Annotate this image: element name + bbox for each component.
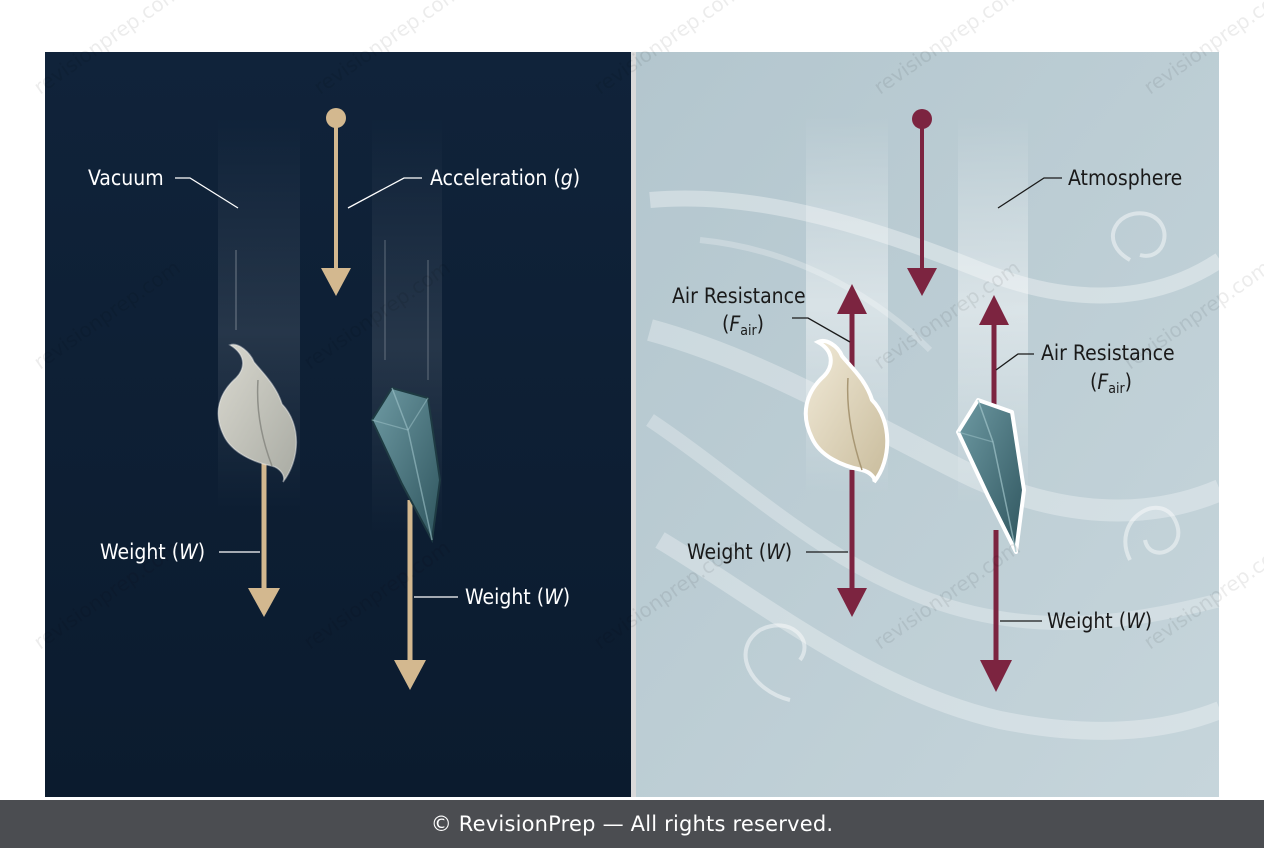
feather-icon — [217, 343, 298, 483]
crystal-icon — [956, 398, 1026, 554]
crystal-air-resistance-arrow — [979, 295, 1009, 405]
svg-text:Air Resistance: Air Resistance — [672, 284, 806, 308]
vacuum-background — [45, 52, 632, 797]
svg-text:Acceleration (g): Acceleration (g) — [430, 166, 580, 190]
air-resistance-label-feather: Air Resistance (Fair) — [672, 284, 851, 343]
weight-label-crystal-atmosphere: Weight (W) — [1000, 609, 1152, 633]
copyright-text: © RevisionPrep — All rights reserved. — [430, 812, 834, 836]
crystal-weight-arrow-atmosphere — [980, 530, 1012, 692]
vacuum-panel: Vacuum Acceleration (g) Weight (W) Weigh… — [45, 52, 632, 797]
feather-icon — [803, 339, 890, 484]
svg-text:Weight (W): Weight (W) — [465, 585, 570, 609]
svg-text:(Fair): (Fair) — [1090, 370, 1132, 397]
acceleration-label: Acceleration (g) — [347, 166, 580, 209]
svg-text:Weight (W): Weight (W) — [100, 540, 205, 564]
feather-weight-arrow-vacuum — [248, 460, 280, 617]
crystal-icon — [370, 386, 442, 544]
weight-label-feather-atmosphere: Weight (W) — [687, 540, 848, 564]
svg-text:Weight (W): Weight (W) — [1047, 609, 1152, 633]
atmosphere-panel: Atmosphere Air Resistance (Fair) Air Res… — [636, 52, 1219, 797]
air-resistance-label-crystal: Air Resistance (Fair) — [995, 341, 1175, 397]
weight-label-crystal-vacuum: Weight (W) — [414, 585, 570, 609]
gravity-arrow-atmosphere — [907, 109, 937, 296]
panel-divider — [631, 52, 636, 797]
acceleration-arrow — [321, 108, 351, 296]
feather-weight-arrow-atmosphere — [837, 470, 867, 617]
atmosphere-background — [636, 52, 1219, 797]
crystal-weight-arrow-vacuum — [394, 500, 426, 690]
svg-text:Air Resistance: Air Resistance — [1041, 341, 1175, 365]
svg-text:Atmosphere: Atmosphere — [1068, 166, 1182, 190]
atmosphere-label: Atmosphere — [997, 166, 1182, 209]
weight-label-feather-vacuum: Weight (W) — [100, 540, 260, 564]
copyright-footer: © RevisionPrep — All rights reserved. — [0, 800, 1264, 848]
svg-text:Weight (W): Weight (W) — [687, 540, 792, 564]
vacuum-label: Vacuum — [88, 166, 239, 209]
svg-text:Vacuum: Vacuum — [88, 166, 164, 190]
svg-text:(Fair): (Fair) — [722, 312, 764, 339]
